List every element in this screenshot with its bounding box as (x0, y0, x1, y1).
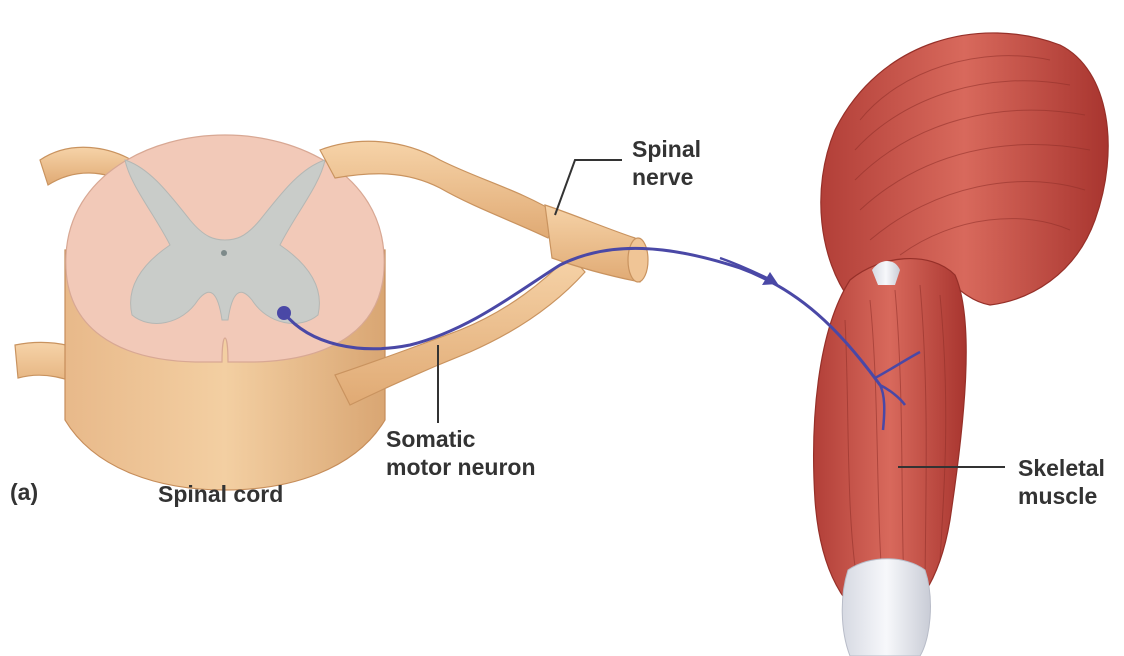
spinal-nerve-leader (555, 160, 622, 215)
somatic-motor-neuron-label: Somatic motor neuron (386, 425, 536, 481)
panel-label: (a) (10, 478, 38, 506)
spinal-cord (15, 135, 648, 490)
upper-muscle-belly (821, 33, 1108, 305)
spinal-cord-label: Spinal cord (158, 480, 283, 508)
skeletal-muscle-label: Skeletal muscle (1018, 454, 1105, 510)
spinal-nerve-label: Spinal nerve (632, 135, 701, 191)
spinal-nerve-cut-end (628, 238, 648, 282)
lower-tendon (842, 559, 930, 656)
skeletal-muscle (814, 33, 1109, 656)
central-canal (221, 250, 227, 256)
